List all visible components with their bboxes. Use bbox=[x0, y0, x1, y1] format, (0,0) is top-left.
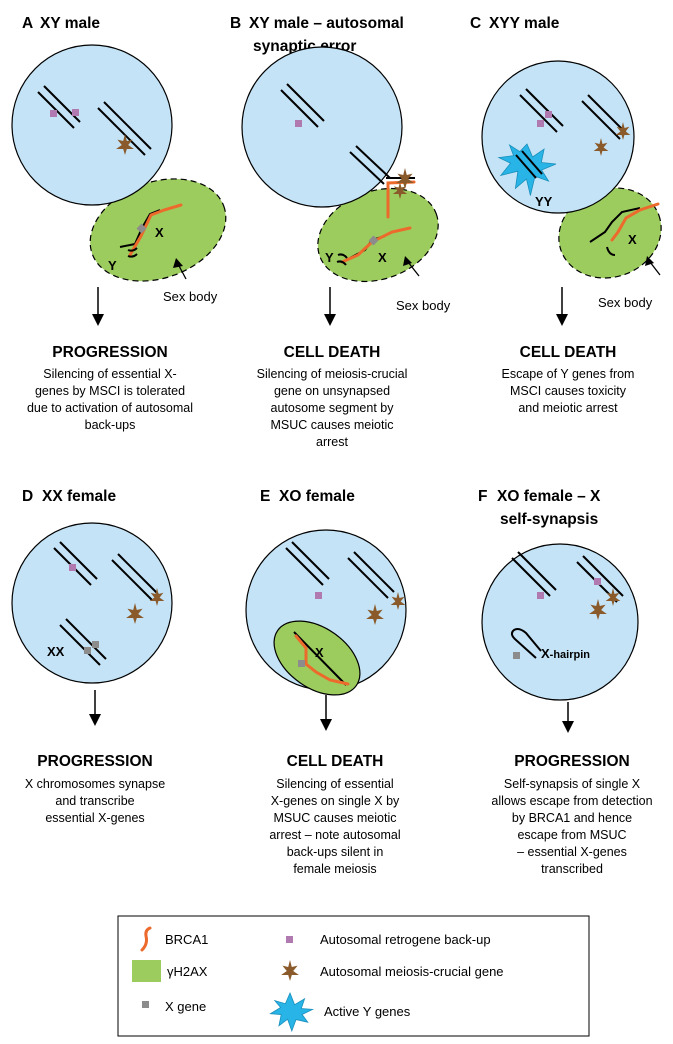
panel-c: C XYY male YY X Sex body CELL DEATH Esca… bbox=[470, 15, 673, 415]
panel-d-desc-line: essential X-genes bbox=[45, 811, 144, 825]
panel-e: E XO female X CELL DEATH Silencing of es… bbox=[246, 488, 406, 876]
y-label: Y bbox=[325, 250, 334, 265]
x-label: X bbox=[378, 250, 387, 265]
panel-a-outcome: PROGRESSION bbox=[52, 344, 167, 361]
sex-body-label: Sex body bbox=[163, 289, 218, 304]
retrogene-square-icon bbox=[545, 111, 552, 118]
panel-b-desc-line: autosome segment by bbox=[271, 401, 395, 415]
panel-a-desc-line: due to activation of autosomal bbox=[27, 401, 193, 415]
panel-e-desc-line: X-genes on single X by bbox=[271, 794, 400, 808]
panel-b-letter: B bbox=[230, 15, 241, 32]
sex-body-label: Sex body bbox=[598, 295, 653, 310]
sex-body-label: Sex body bbox=[396, 298, 451, 313]
panel-f-desc-line: escape from MSUC bbox=[517, 828, 626, 842]
panel-c-outcome: CELL DEATH bbox=[520, 344, 617, 361]
nucleus-circle bbox=[12, 45, 172, 205]
panel-b-desc-line: arrest bbox=[316, 435, 348, 449]
retrogene-square-icon bbox=[315, 592, 322, 599]
retrogene-square-icon bbox=[50, 110, 57, 117]
xx-label: XX bbox=[47, 644, 65, 659]
retrogene-square-icon bbox=[537, 120, 544, 127]
panel-f-desc-line: allows escape from detection bbox=[491, 794, 652, 808]
panel-c-desc-line: Escape of Y genes from bbox=[502, 367, 635, 381]
panel-b: B XY male – autosomal synaptic error Y X… bbox=[230, 15, 451, 449]
panel-a-desc-line: genes by MSCI is tolerated bbox=[35, 384, 185, 398]
nucleus-circle bbox=[482, 61, 634, 213]
panel-d-outcome: PROGRESSION bbox=[37, 753, 152, 770]
panel-f-desc-line: transcribed bbox=[541, 862, 603, 876]
panel-e-desc-line: female meiosis bbox=[293, 862, 376, 876]
retrogene-square-icon bbox=[72, 109, 79, 116]
panel-e-desc-line: MSUC causes meiotic bbox=[274, 811, 397, 825]
panel-f-title-line: XO female – X bbox=[497, 488, 601, 505]
panel-b-desc-line: gene on unsynapsed bbox=[274, 384, 390, 398]
x-hairpin-label: X-hairpin bbox=[541, 646, 590, 661]
panel-d: D XX female XX PROGRESSION X chromosomes… bbox=[12, 488, 172, 825]
x-gene-square-icon bbox=[513, 652, 520, 659]
brca1-strand-icon bbox=[142, 928, 150, 950]
panel-e-outcome: CELL DEATH bbox=[287, 753, 384, 770]
panel-d-letter: D bbox=[22, 488, 33, 505]
panel-b-desc-line: MSUC causes meiotic bbox=[271, 418, 394, 432]
panel-f-desc-line: by BRCA1 and hence bbox=[512, 811, 632, 825]
x-gene-square-icon bbox=[92, 641, 99, 648]
retrogene-square-icon bbox=[295, 120, 302, 127]
panel-a-desc-line: Silencing of essential X- bbox=[43, 367, 176, 381]
panel-a-letter: A bbox=[22, 15, 33, 32]
legend-xgene-label: X gene bbox=[165, 999, 206, 1014]
crucial-gene-star-icon bbox=[281, 960, 299, 981]
legend-crucial-label: Autosomal meiosis-crucial gene bbox=[320, 964, 504, 979]
y-label: Y bbox=[108, 258, 117, 273]
panel-d-desc-line: X chromosomes synapse bbox=[25, 777, 165, 791]
panel-a-title: XY male bbox=[40, 15, 100, 32]
panel-a-desc-line: back-ups bbox=[85, 418, 136, 432]
nucleus-circle bbox=[242, 47, 402, 207]
panel-b-outcome: CELL DEATH bbox=[284, 344, 381, 361]
panel-f-letter: F bbox=[478, 488, 487, 505]
retrogene-square-icon bbox=[537, 592, 544, 599]
panel-e-desc-line: arrest – note autosomal bbox=[269, 828, 400, 842]
x-label: X bbox=[155, 225, 164, 240]
panel-d-desc-line: and transcribe bbox=[55, 794, 134, 808]
sex-body-pointer bbox=[650, 262, 660, 275]
legend-brca1-label: BRCA1 bbox=[165, 932, 208, 947]
panel-a: A XY male Y X Sex body PROGRESSION Silen… bbox=[12, 15, 240, 432]
panel-c-desc-line: and meiotic arrest bbox=[518, 401, 618, 415]
nucleus-circle bbox=[12, 523, 172, 683]
panel-e-letter: E bbox=[260, 488, 270, 505]
h2ax-square-icon bbox=[132, 960, 161, 982]
legend: BRCA1 γH2AX X gene Autosomal retrogene b… bbox=[118, 916, 589, 1036]
retrogene-square-icon bbox=[594, 578, 601, 585]
panel-d-title: XX female bbox=[42, 488, 116, 505]
legend-activey-label: Active Y genes bbox=[324, 1004, 411, 1019]
retrogene-square-icon bbox=[286, 936, 293, 943]
retrogene-square-icon bbox=[69, 564, 76, 571]
x-gene-square-icon bbox=[298, 660, 305, 667]
active-y-burst-icon bbox=[270, 993, 312, 1031]
panel-f-title-line: self-synapsis bbox=[500, 511, 598, 528]
panel-e-desc-line: back-ups silent in bbox=[287, 845, 384, 859]
panel-f-desc-line: Self-synapsis of single X bbox=[504, 777, 641, 791]
nucleus-circle bbox=[482, 544, 638, 700]
panel-b-title-line: XY male – autosomal bbox=[249, 15, 404, 32]
x-gene-square-icon bbox=[84, 647, 91, 654]
x-gene-square-icon bbox=[142, 1001, 149, 1008]
legend-retrogene-label: Autosomal retrogene back-up bbox=[320, 932, 491, 947]
panel-e-desc-line: Silencing of essential bbox=[276, 777, 393, 791]
panel-e-title: XO female bbox=[279, 488, 355, 505]
yy-label: YY bbox=[535, 194, 553, 209]
legend-h2ax-label: γH2AX bbox=[167, 964, 208, 979]
panel-b-desc-line: Silencing of meiosis-crucial bbox=[257, 367, 408, 381]
panel-f: F XO female – X self-synapsis X-hairpin … bbox=[478, 488, 653, 876]
panel-c-title: XYY male bbox=[489, 15, 560, 32]
panel-f-desc-line: – essential X-genes bbox=[517, 845, 627, 859]
panel-c-letter: C bbox=[470, 15, 481, 32]
x-label: X bbox=[315, 645, 324, 660]
panel-c-desc-line: MSCI causes toxicity bbox=[510, 384, 627, 398]
x-label: X bbox=[628, 232, 637, 247]
panel-f-outcome: PROGRESSION bbox=[514, 753, 629, 770]
